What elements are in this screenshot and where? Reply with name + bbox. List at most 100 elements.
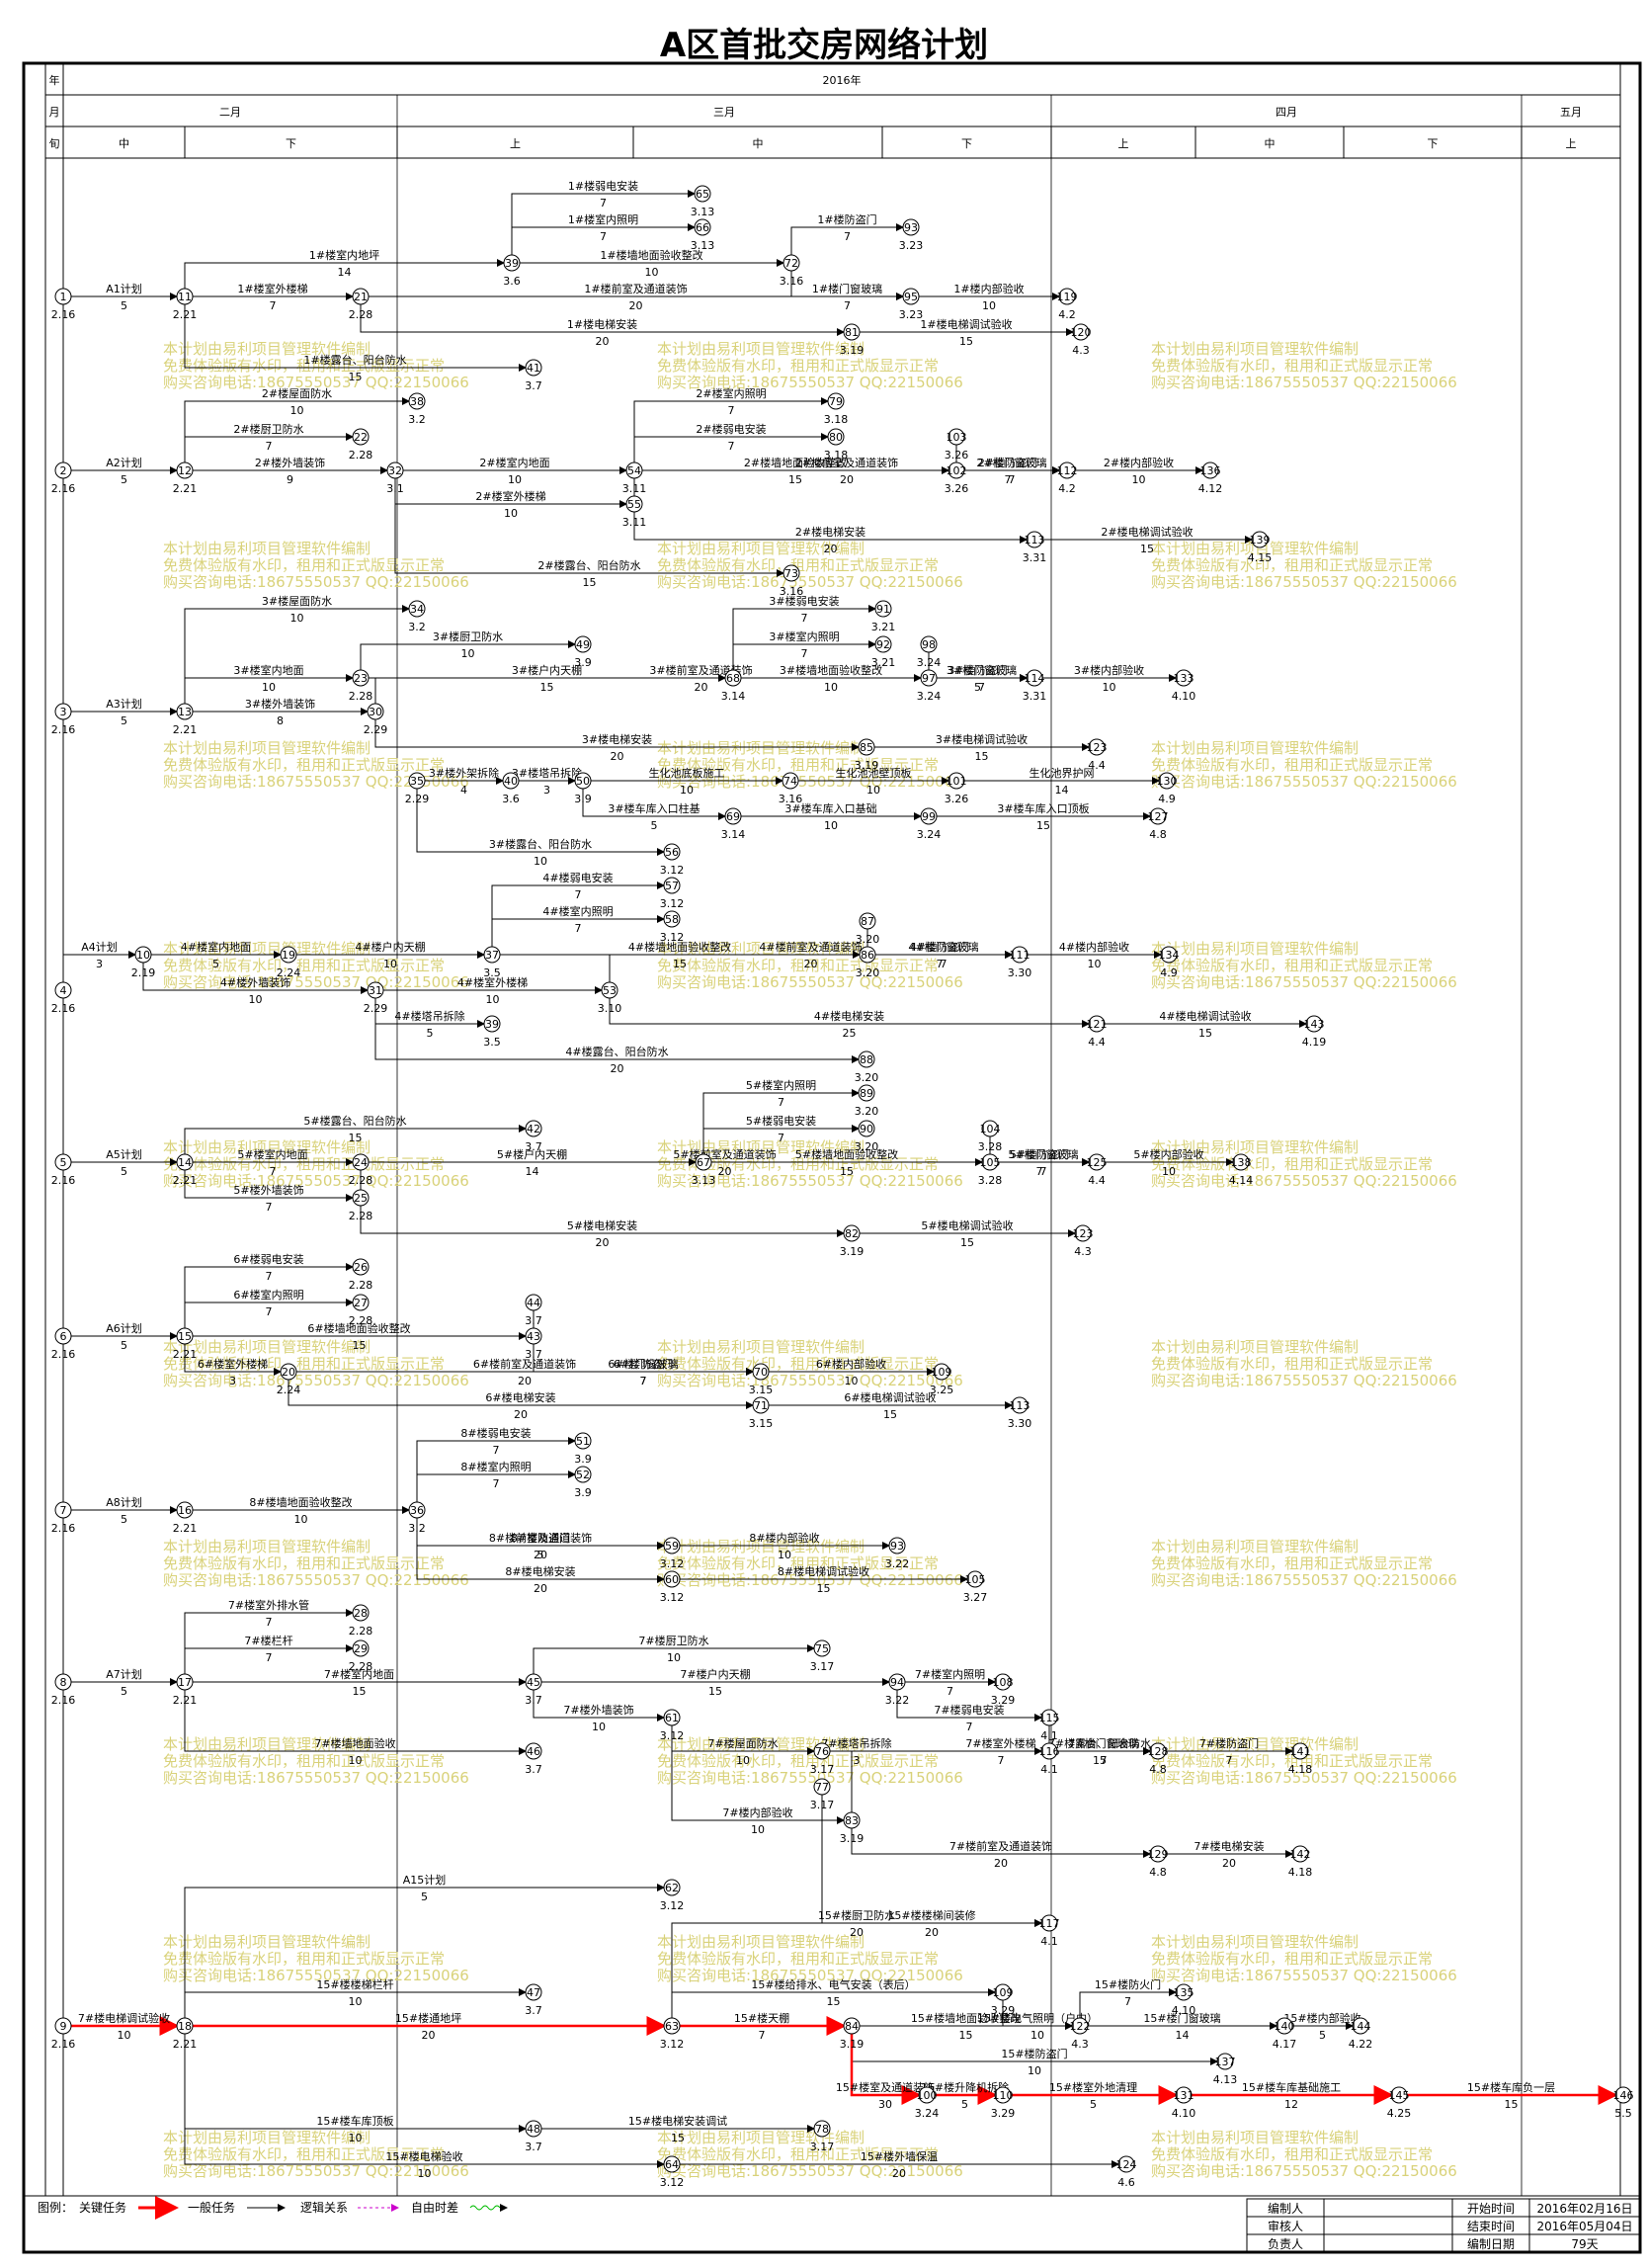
activity-duration: 7 <box>266 1201 273 1214</box>
activity-duration: 7 <box>266 1616 273 1629</box>
activity-name: A3计划 <box>106 698 142 711</box>
node-date: 3.18 <box>824 449 849 462</box>
node-id: 105 <box>965 1573 986 1586</box>
node-circle <box>827 392 845 410</box>
node-circle <box>54 462 72 479</box>
node-date: 3.26 <box>945 793 969 805</box>
node-circle <box>948 772 965 790</box>
watermark-text: 购买咨询电话:18675550537 QQ:22150066 <box>1151 1172 1457 1190</box>
node-date: 2.21 <box>173 1174 198 1187</box>
event-node: 903.20 <box>855 1120 878 1153</box>
activity-duration: 15 <box>1505 2098 1519 2111</box>
node-circle <box>888 1673 906 1691</box>
watermark-text: 免费体验版有水印，租用和正式版显示正常 <box>163 556 445 574</box>
activity-name: A15计划 <box>403 1874 447 1887</box>
activity-duration: 7 <box>1005 473 1012 486</box>
node-date: 3.6 <box>502 793 520 805</box>
event-node: 883.20 <box>855 1050 878 1084</box>
node-circle <box>1175 1983 1193 2001</box>
activity-name: 15#楼室外地清理 <box>1049 2080 1137 2094</box>
node-date: 2.19 <box>131 966 156 979</box>
activity-duration: 20 <box>518 1375 532 1387</box>
event-node: 52.16 <box>51 1153 75 1187</box>
activity-duration: 15 <box>671 2132 685 2144</box>
node-circle <box>386 462 404 479</box>
node-date: 3.24 <box>917 690 942 703</box>
node-date: 2.21 <box>173 723 198 736</box>
node-circle <box>176 1501 194 1519</box>
node-circle <box>948 428 965 446</box>
edge-layer: A1计划51#楼室内地坪141#楼弱电安装71#楼室内照明71#楼墙地面验收整改… <box>62 179 1618 2180</box>
node-id: 124 <box>1116 2158 1137 2171</box>
event-node: 202.24 <box>277 1363 300 1396</box>
node-id: 12 <box>178 464 192 477</box>
node-date: 3.17 <box>810 1660 835 1673</box>
activity-name: 2#楼电梯调试验收 <box>1101 525 1193 539</box>
watermark-text: 免费体验版有水印，租用和正式版显示正常 <box>1151 957 1433 974</box>
node-date: 3.25 <box>930 1384 954 1396</box>
row-label-period: 旬 <box>49 137 60 150</box>
activity-duration: 5 <box>421 1890 428 1903</box>
node-id: 140 <box>1275 2020 1295 2033</box>
node-id: 53 <box>603 984 617 997</box>
node-circle <box>367 981 384 999</box>
node-date: 4.8 <box>1149 1866 1167 1879</box>
activity-duration: 15 <box>960 1236 974 1249</box>
node-date: 4.25 <box>1387 2107 1412 2120</box>
node-circle <box>1216 2053 1234 2070</box>
activity-name: 3#楼车库入口顶板 <box>997 801 1089 815</box>
event-node: 463.7 <box>525 1742 542 1776</box>
node-circle <box>176 1673 194 1691</box>
watermark-text: 免费体验版有水印，租用和正式版显示正常 <box>657 1155 939 1173</box>
node-id: 25 <box>354 1192 368 1205</box>
node-id: 76 <box>815 1745 829 1758</box>
activity-duration: 10 <box>486 993 500 1006</box>
node-circle <box>525 1742 542 1760</box>
node-date: 3.18 <box>824 413 849 426</box>
activity-name: 5#楼室内地面 <box>237 1147 307 1161</box>
node-date: 3.12 <box>660 931 685 944</box>
activity-name: 6#楼门窗玻璃 <box>608 1357 678 1371</box>
row-label-month: 月 <box>49 106 60 119</box>
event-node: 142.21 <box>173 1153 198 1187</box>
node-circle <box>176 288 194 305</box>
node-date: 3.7 <box>525 2141 542 2153</box>
node-id: 78 <box>815 2123 829 2136</box>
activity-duration: 10 <box>1088 958 1102 970</box>
watermark-text: 免费体验版有水印，租用和正式版显示正常 <box>163 756 445 774</box>
activity-arrow <box>609 998 1090 1028</box>
activity-name: 5#楼防盗门 <box>1010 1147 1069 1161</box>
node-id: 30 <box>369 706 382 718</box>
node-circle <box>1232 1153 1250 1171</box>
activity-duration: 20 <box>994 1857 1008 1870</box>
event-node: 62.16 <box>51 1327 75 1361</box>
node-date: 2.21 <box>173 2038 198 2051</box>
node-id: 65 <box>696 188 709 201</box>
node-date: 2.28 <box>349 1625 373 1638</box>
activity-duration: 10 <box>118 2029 131 2042</box>
activity-name: 3#楼外架拆除 <box>429 766 499 780</box>
activity-name: A6计划 <box>106 1322 142 1335</box>
watermark-text: 免费体验版有水印，租用和正式版显示正常 <box>657 357 939 375</box>
activity-name: 5#楼露台、阳台防水 <box>303 1114 406 1128</box>
activity-name: 1#楼弱电安装 <box>568 179 638 193</box>
node-id: 111 <box>1010 949 1030 962</box>
node-circle <box>574 635 592 653</box>
node-id: 20 <box>282 1366 295 1379</box>
activity-duration: 7 <box>600 197 607 210</box>
node-circle <box>694 185 711 203</box>
activity-arrow <box>609 951 1013 982</box>
node-id: 110 <box>993 2089 1014 2102</box>
activity-duration: 20 <box>1222 1857 1236 1870</box>
activity-duration: 20 <box>804 958 818 970</box>
event-node: 793.18 <box>824 392 849 426</box>
watermark-text: 购买咨询电话:18675550537 QQ:22150066 <box>657 2162 963 2180</box>
watermark-text: 购买咨询电话:18675550537 QQ:22150066 <box>657 1571 963 1589</box>
